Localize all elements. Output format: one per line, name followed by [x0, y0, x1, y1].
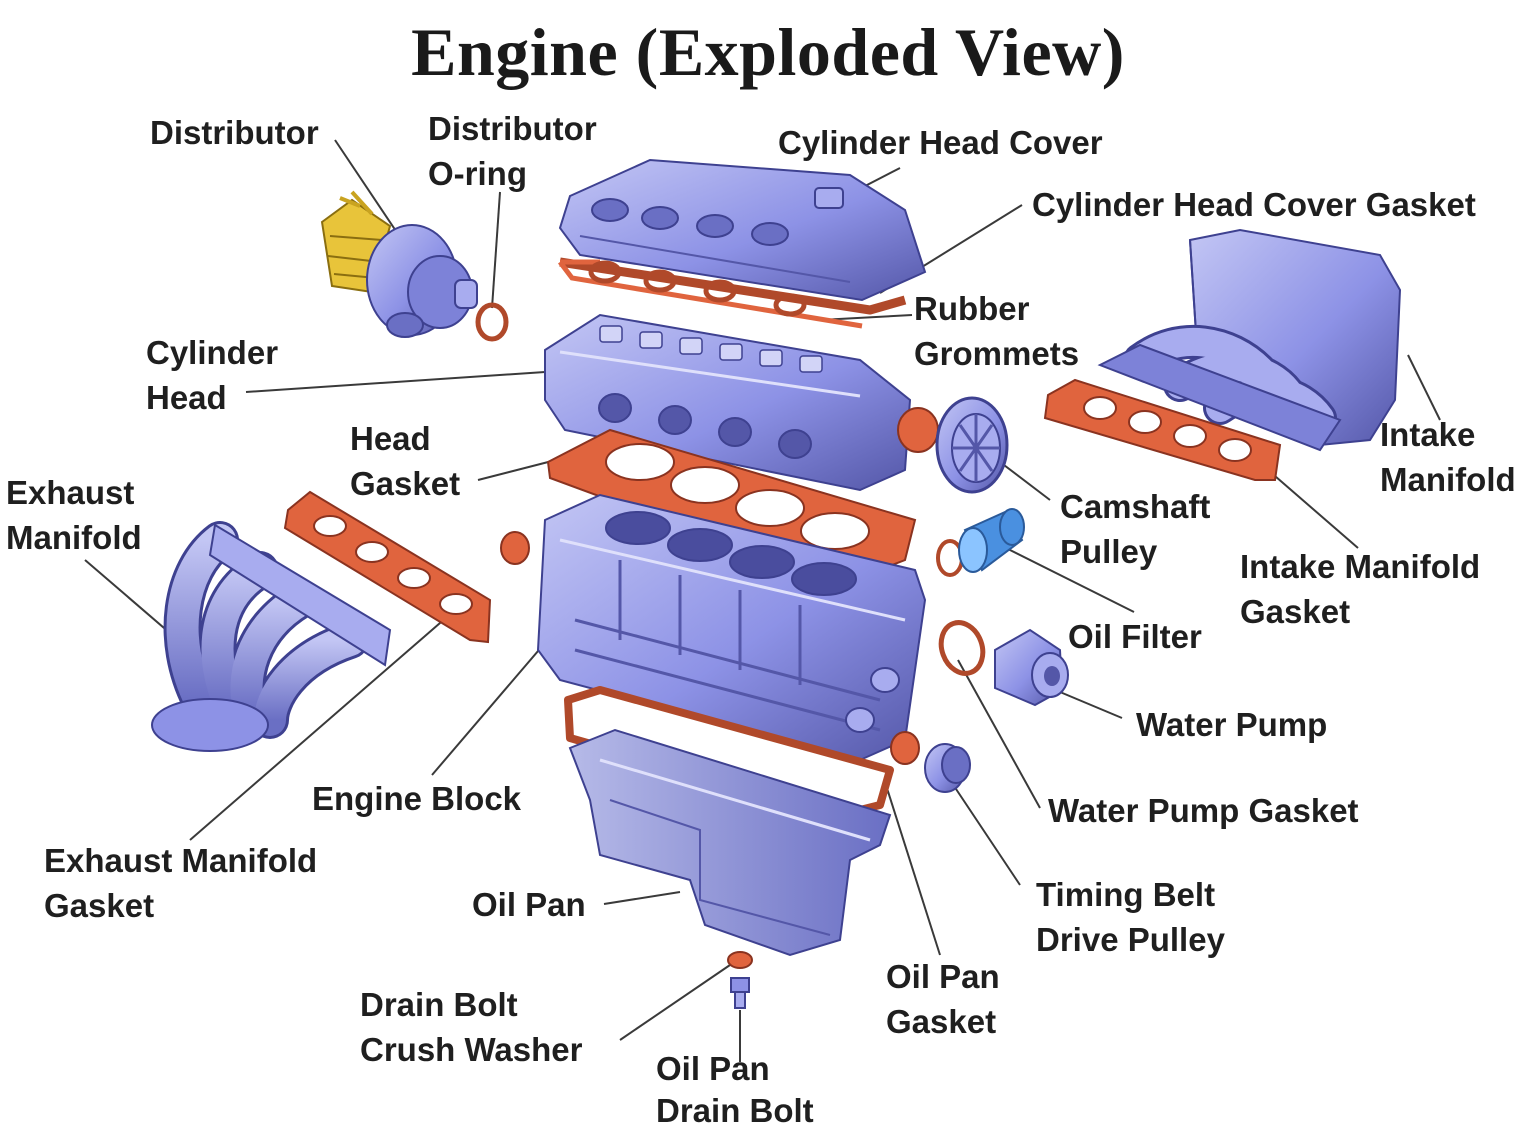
leader-cylinder-head [245, 371, 546, 393]
label-camshaft-pulley: Camshaft Pulley [1060, 488, 1211, 570]
timing-belt-drive-pulley-part [924, 743, 971, 793]
exhaust-manifold-part [151, 521, 392, 752]
label-exhaust-manifold-gasket: Exhaust Manifold Gasket [44, 842, 318, 924]
label-engine-block: Engine Block [312, 780, 522, 817]
water-pump-part [994, 628, 1069, 707]
leader-camshaft-pulley [999, 461, 1051, 501]
label-cylinder-head-cover-gasket: Cylinder Head Cover Gasket [1032, 186, 1476, 223]
label-water-pump-gasket: Water Pump Gasket [1048, 792, 1359, 829]
block-plug-right [890, 731, 920, 765]
leader-exhaust-manifold [84, 559, 179, 641]
label-oil-pan: Oil Pan [472, 886, 586, 923]
label-rubber-grommets: Rubber Grommets [914, 290, 1080, 372]
label-intake-manifold: Intake Manifold [1380, 416, 1516, 498]
label-distributor: Distributor [150, 114, 319, 151]
leader-exhaust-manifold-gasket [189, 609, 456, 841]
label-water-pump: Water Pump [1136, 706, 1328, 743]
label-oil-pan-gasket: Oil Pan Gasket [886, 958, 1000, 1040]
label-timing-belt-drive-pulley: Timing Belt Drive Pulley [1036, 876, 1225, 958]
leader-lines [84, 139, 1441, 1062]
engine-block-part [536, 493, 927, 762]
leader-oil-pan [603, 891, 681, 905]
oil-filter-part [936, 508, 1025, 577]
block-plug-left [500, 531, 530, 565]
cylinder-head-part [544, 313, 939, 492]
water-pump-gasket-part [938, 620, 986, 676]
exhaust-manifold-gasket-part [283, 490, 492, 644]
leader-drain-bolt-crush-washer [619, 964, 731, 1041]
distributor-oring-part [475, 302, 509, 342]
label-oil-filter: Oil Filter [1068, 618, 1202, 655]
cylinder-head-cover-gasket-part [558, 257, 907, 329]
leader-intake-manifold-gasket [1267, 469, 1359, 549]
page-title: Engine (Exploded View) [411, 14, 1125, 90]
oil-pan-part [568, 728, 892, 957]
leader-engine-block [431, 629, 557, 776]
intake-manifold-part [1097, 228, 1402, 452]
leader-head-gasket [477, 459, 557, 481]
leader-intake-manifold [1407, 354, 1441, 421]
label-head-gasket: Head Gasket [350, 420, 461, 502]
label-cylinder-head-cover: Cylinder Head Cover [778, 124, 1103, 161]
drain-bolt-crush-washer-part [727, 951, 753, 969]
label-intake-manifold-gasket: Intake Manifold Gasket [1240, 548, 1481, 630]
label-distributor-oring: Distributor O-ring [428, 110, 597, 192]
distributor-part [320, 190, 478, 338]
head-gasket-part [546, 428, 917, 587]
leader-water-pump [1059, 691, 1123, 719]
leader-oil-filter [999, 544, 1135, 613]
leader-oil-pan-gasket [884, 781, 941, 956]
leader-water-pump-gasket [957, 659, 1041, 809]
leader-timing-belt-drive-pulley [949, 779, 1021, 886]
camshaft-pulley-part [935, 396, 1009, 494]
oil-pan-drain-bolt-part [730, 977, 750, 1009]
label-drain-bolt-crush-washer: Drain Bolt Crush Washer [360, 986, 583, 1068]
label-cylinder-head: Cylinder Head [146, 334, 279, 416]
rubber-grommets-part [588, 260, 807, 317]
cylinder-head-cover-part [558, 158, 927, 302]
oil-pan-gasket-part [564, 686, 894, 819]
intake-manifold-gasket-part [1043, 378, 1282, 481]
label-exhaust-manifold: Exhaust Manifold [6, 474, 142, 556]
leader-distributor-oring [491, 191, 501, 309]
label-oil-pan-drain-bolt: Oil Pan Drain Bolt [656, 1050, 814, 1129]
